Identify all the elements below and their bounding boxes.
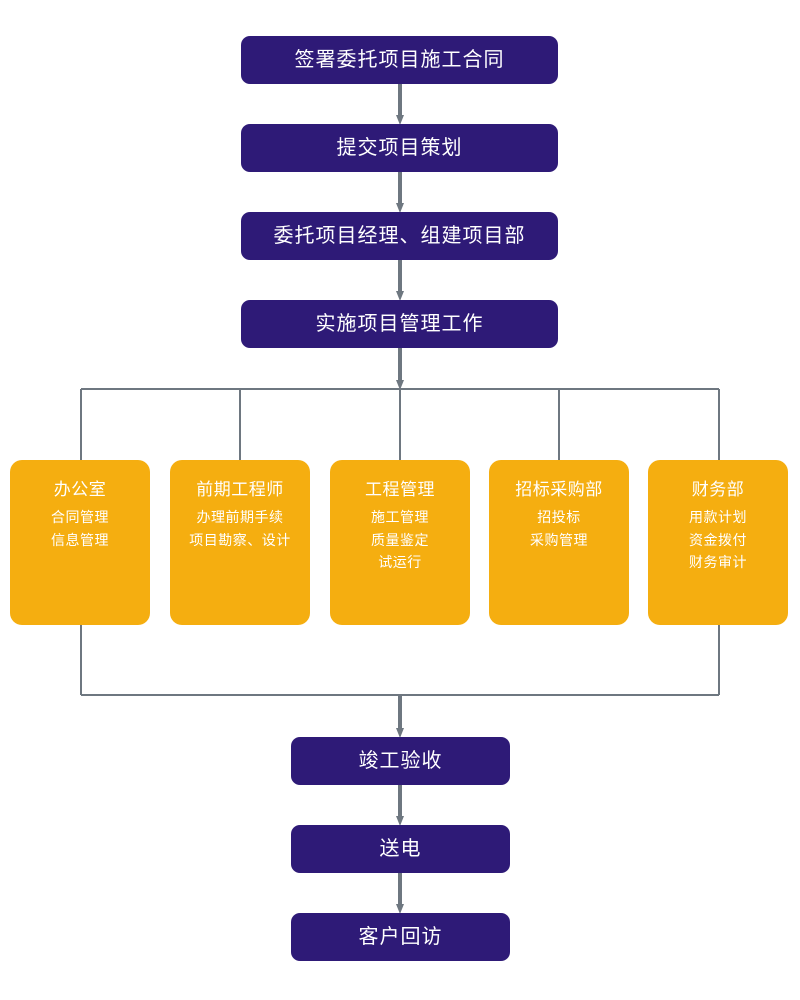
dept-duty: 合同管理 [51,509,109,526]
stage-label: 客户回访 [358,926,443,948]
stage-customer-followup[interactable]: 客户回访 [291,913,510,961]
dept-finance[interactable]: 财务部 用款计划 资金拨付 财务审计 [648,460,788,625]
dept-title: 办公室 [53,480,107,499]
dept-duty: 办理前期手续 [196,509,284,526]
stage-completion-acceptance[interactable]: 竣工验收 [291,737,510,785]
stage-label: 提交项目策划 [336,137,463,159]
stage-label: 竣工验收 [358,750,443,772]
stage-label: 实施项目管理工作 [315,313,484,335]
stage-sign-contract[interactable]: 签署委托项目施工合同 [241,36,558,84]
dept-duty: 项目勘察、设计 [189,531,291,548]
dept-duty: 采购管理 [530,531,588,548]
dept-title: 招标采购部 [515,480,603,499]
dept-duty: 试运行 [378,554,422,571]
dept-duty: 质量鉴定 [371,531,429,548]
dept-duty: 招投标 [537,509,581,526]
dept-title: 工程管理 [365,480,435,499]
dept-duty: 财务审计 [689,554,747,571]
dept-office[interactable]: 办公室 合同管理 信息管理 [10,460,150,625]
stage-label: 签署委托项目施工合同 [294,49,505,71]
stage-implement-mgmt[interactable]: 实施项目管理工作 [241,300,558,348]
dept-title: 财务部 [691,480,745,499]
dept-duty-list: 合同管理 信息管理 [51,509,109,549]
stage-label: 委托项目经理、组建项目部 [273,225,526,247]
dept-duty: 用款计划 [689,509,747,526]
stage-power-delivery[interactable]: 送电 [291,825,510,873]
dept-bidding-procurement[interactable]: 招标采购部 招投标 采购管理 [489,460,629,625]
dept-duty-list: 办理前期手续 项目勘察、设计 [189,509,291,549]
dept-title: 前期工程师 [196,480,284,499]
stage-label: 送电 [379,838,422,860]
dept-preliminary-engineer[interactable]: 前期工程师 办理前期手续 项目勘察、设计 [170,460,310,625]
dept-duty-list: 招投标 采购管理 [530,509,588,549]
stage-submit-planning[interactable]: 提交项目策划 [241,124,558,172]
dept-engineering-management[interactable]: 工程管理 施工管理 质量鉴定 试运行 [330,460,470,625]
stage-assign-pm[interactable]: 委托项目经理、组建项目部 [241,212,558,260]
dept-duty: 资金拨付 [689,531,747,548]
dept-duty: 信息管理 [51,531,109,548]
dept-duty-list: 施工管理 质量鉴定 试运行 [371,509,429,572]
dept-duty-list: 用款计划 资金拨付 财务审计 [689,509,747,572]
dept-duty: 施工管理 [371,509,429,526]
